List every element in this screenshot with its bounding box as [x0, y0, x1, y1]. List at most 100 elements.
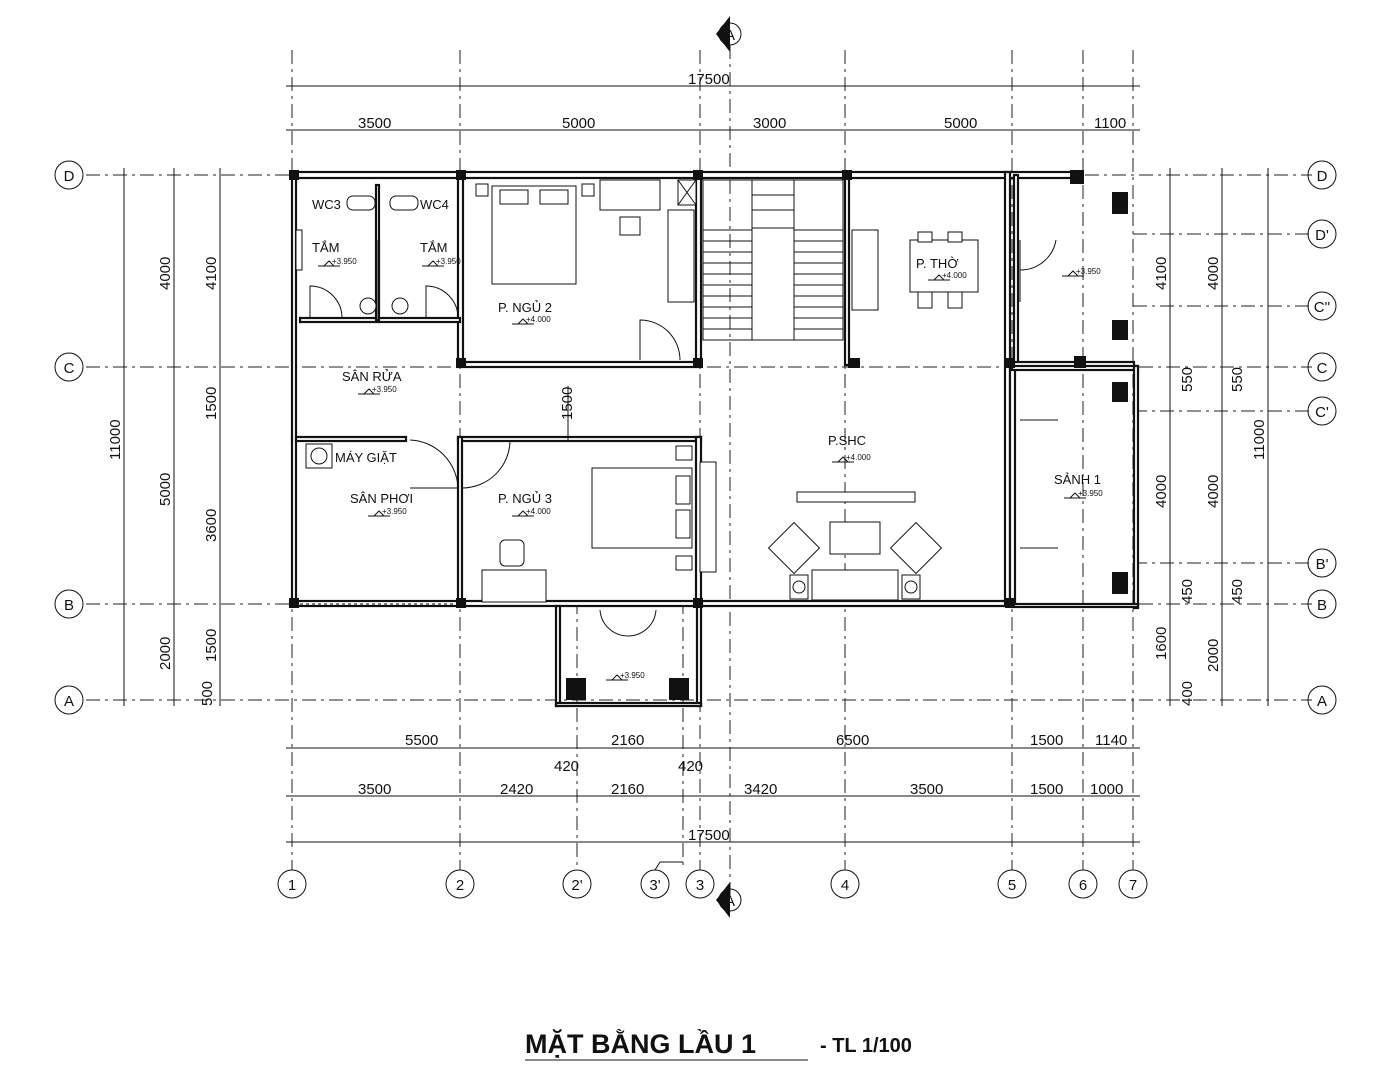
level-balcony-a: +3.950	[620, 671, 645, 680]
dim-bottom-row2: 2160	[611, 781, 644, 798]
grid-bubble: D	[54, 160, 84, 190]
dim-right-inner: 4000	[1153, 475, 1170, 508]
staircase	[702, 179, 844, 341]
level-sanh-1: +3.950	[1078, 489, 1103, 498]
dim-bottom-row1: 1140	[1095, 732, 1127, 749]
dim-right-inner: 550	[1179, 367, 1196, 392]
dim-left-inner: 3600	[203, 509, 220, 542]
level-marks: +3.950 +3.950 +4.000 +4.000 +3.950 +3.95…	[318, 257, 1103, 681]
grid-bubble: D	[1307, 160, 1337, 190]
room-label-wc4: WC4	[420, 197, 449, 212]
dim-left-inner: 1500	[203, 387, 220, 420]
dim-left-inner: 1500	[203, 629, 220, 662]
dim-right-inner: 400	[1179, 681, 1196, 706]
dim-bottom-row2: 1500	[1030, 781, 1063, 798]
section-marker-label: A	[725, 893, 735, 910]
room-label-p-ngu-3: P. NGỦ 3	[498, 491, 552, 506]
level-san-phoi: +3.950	[382, 507, 407, 516]
dim-right-inner: 4100	[1153, 257, 1170, 290]
room-label-may-giat: MÁY GIẶT	[335, 450, 397, 465]
drawing-scale: - TL 1/100	[820, 1035, 912, 1057]
dim-right-outer: 450	[1229, 579, 1246, 604]
level-p-ngu-3: +4.000	[526, 507, 551, 516]
dim-top-segment: 3000	[753, 115, 786, 132]
grid-bubble: B'	[1307, 548, 1337, 578]
grid-bubble: 7	[1118, 869, 1148, 899]
dim-bottom-row1: 5500	[405, 732, 438, 749]
dim-left-outer: 2000	[157, 637, 174, 670]
dim-bottom-row2: 3500	[358, 781, 391, 798]
dim-right-total: 11000	[1251, 419, 1268, 460]
dim-right-outer: 550	[1229, 367, 1246, 392]
dim-top-total: 17500	[688, 71, 730, 88]
dim-left-inner: 500	[199, 681, 216, 706]
room-label-tam-1: TẮM	[312, 240, 339, 255]
dim-bottom-total: 17500	[688, 827, 730, 844]
drawing-title: MẶT BẰNG LẦU 1	[525, 1028, 756, 1059]
level-p-shc: +4.000	[846, 453, 871, 462]
grid-bubble: B	[1307, 589, 1337, 619]
grid-bubble: 2'	[562, 869, 592, 899]
svg-text:2': 2'	[571, 877, 582, 894]
room-label-san-phoi: SÂN PHƠI	[350, 491, 413, 506]
dim-bottom-offset: 420	[554, 758, 579, 775]
svg-text:C: C	[64, 360, 75, 377]
dim-bottom-row2: 2420	[500, 781, 533, 798]
dim-right-inner: 1600	[1153, 627, 1170, 660]
level-tam-1: +3.950	[332, 257, 357, 266]
grid-bubble: 4	[830, 869, 860, 899]
grid-bubble: 6	[1068, 869, 1098, 899]
svg-text:D: D	[1317, 168, 1328, 185]
dim-top-segment: 5000	[944, 115, 977, 132]
grid-bubble: 3	[685, 869, 715, 899]
svg-text:A: A	[1317, 693, 1327, 710]
room-label-wc3: WC3	[312, 197, 341, 212]
grid-bubble: C	[54, 352, 84, 382]
dim-left-total: 11000	[107, 419, 124, 460]
dim-top-segment: 3500	[358, 115, 391, 132]
dim-bottom-row2: 3500	[910, 781, 943, 798]
dim-left-inner: 4100	[203, 257, 220, 290]
dim-bottom-row1: 6500	[836, 732, 869, 749]
svg-text:C'': C''	[1314, 299, 1331, 316]
grid-bubble: C''	[1307, 291, 1337, 321]
svg-text:3: 3	[696, 877, 704, 894]
section-marker-bottom: A	[716, 882, 742, 918]
grid-bubbles-y: D C B A D D' C'' C C' B' B A	[54, 160, 1337, 715]
dim-bottom-row1: 1500	[1030, 732, 1063, 749]
dim-top-segment: 1100	[1094, 115, 1126, 132]
dim-bottom-offset: 420	[678, 758, 703, 775]
grid-bubble: C'	[1307, 396, 1337, 426]
svg-text:7: 7	[1129, 877, 1137, 894]
dim-right-outer: 2000	[1205, 639, 1222, 672]
dim-left-outer: 4000	[157, 257, 174, 290]
svg-text:C: C	[1317, 360, 1328, 377]
dim-bottom-row2: 3420	[744, 781, 777, 798]
svg-text:6: 6	[1079, 877, 1087, 894]
dim-left-outer: 5000	[157, 473, 174, 506]
grid-bubble: B	[54, 589, 84, 619]
furniture	[295, 179, 1058, 637]
dim-bottom-row1: 2160	[611, 732, 644, 749]
svg-text:5: 5	[1008, 877, 1016, 894]
level-balcony-d: +3.950	[1076, 267, 1101, 276]
svg-text:D': D'	[1315, 227, 1329, 244]
grid-bubble: A	[54, 685, 84, 715]
dimension-text: 17500 3500 5000 3000 5000 1100 5500 2160…	[107, 71, 1268, 844]
svg-text:D: D	[64, 168, 75, 185]
dim-corridor: 1500	[559, 387, 576, 420]
grid-bubble: 3'	[640, 869, 670, 899]
svg-text:B': B'	[1316, 556, 1329, 573]
level-p-ngu-2: +4.000	[526, 315, 551, 324]
section-marker-top: A	[716, 16, 742, 52]
room-label-sanh-1: SẢNH 1	[1054, 472, 1101, 487]
room-label-p-tho: P. THỜ	[916, 256, 958, 271]
room-label-tam-2: TẮM	[420, 240, 447, 255]
svg-text:1: 1	[288, 877, 296, 894]
grid-bubbles-x: 1 2 2' 3' 3 4 5 6 7	[277, 861, 1148, 899]
svg-text:4: 4	[841, 877, 849, 894]
section-marker-label: A	[725, 27, 735, 44]
grid-bubble: A	[1307, 685, 1337, 715]
room-label-san-rua: SÂN RỬA	[342, 369, 402, 384]
grid-bubble: C	[1307, 352, 1337, 382]
